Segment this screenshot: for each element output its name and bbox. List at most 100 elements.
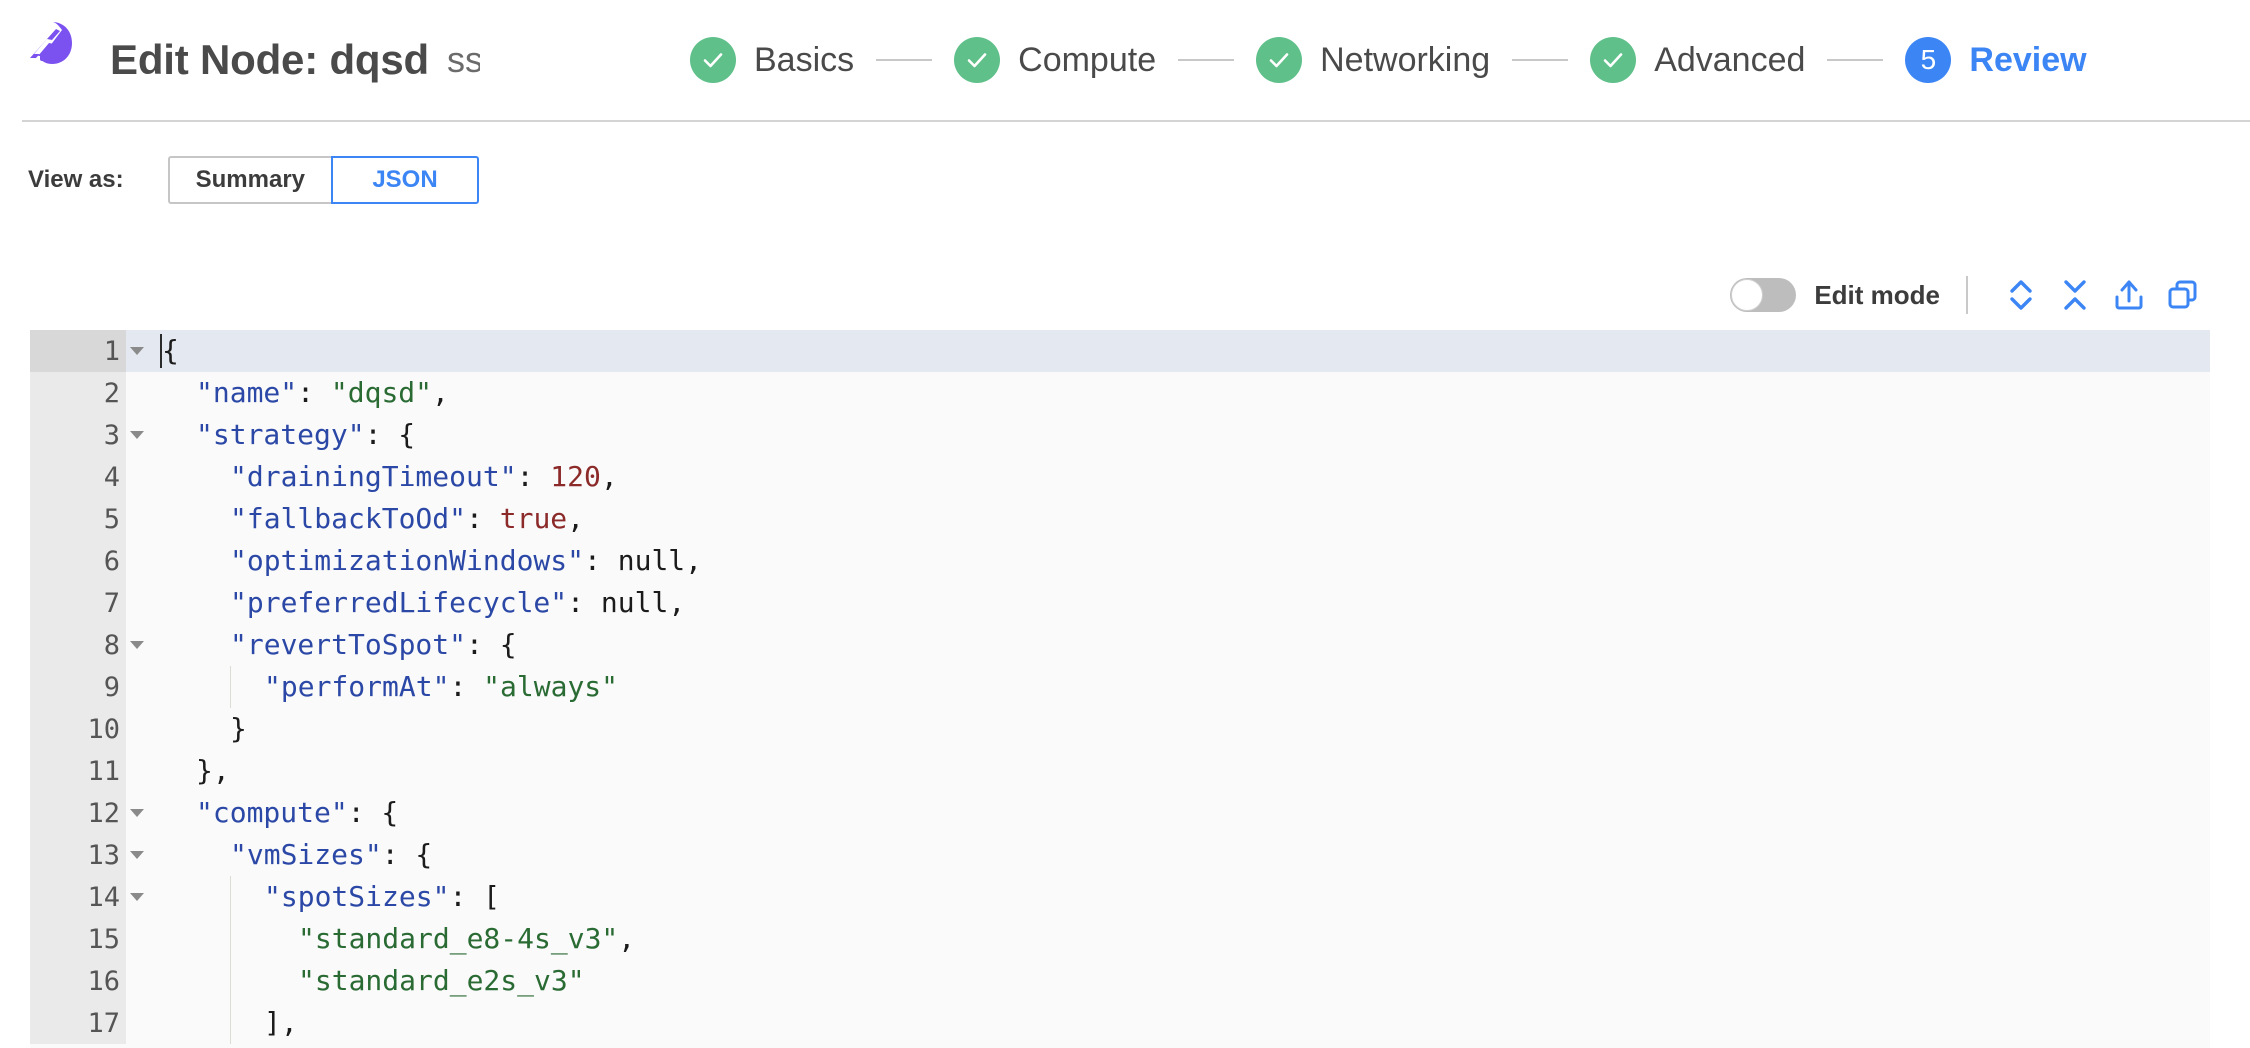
code-token-punct: }, — [196, 754, 230, 787]
page-title-id: ssn-038 — [446, 39, 480, 80]
fold-spacer — [126, 582, 148, 624]
code-token-num: 120 — [550, 460, 601, 493]
code-line[interactable]: 17], — [30, 1002, 2210, 1044]
code-token-punct: : { — [381, 838, 433, 871]
fold-toggle-icon[interactable] — [126, 834, 148, 876]
code-token-key: "revertToSpot" — [230, 628, 467, 661]
toolbar-divider — [1966, 276, 1968, 314]
code-line[interactable]: 9 "performAt": "always" — [30, 666, 2210, 708]
code-token-punct: { — [162, 334, 179, 367]
copy-icon[interactable] — [2156, 274, 2210, 316]
line-number-gutter: 7 — [30, 582, 126, 624]
step-connector — [876, 59, 933, 61]
step-connector — [1512, 59, 1569, 61]
code-token-punct: , — [685, 544, 703, 577]
step-review[interactable]: 5 Review — [1905, 37, 2087, 83]
line-number-gutter: 15 — [30, 918, 126, 960]
line-number-gutter: 4 — [30, 456, 126, 498]
code-line[interactable]: 7"preferredLifecycle": null, — [30, 582, 2210, 624]
code-line[interactable]: 14"spotSizes": [ — [30, 876, 2210, 918]
code-line[interactable]: 5 "fallbackToOd": true, — [30, 498, 2210, 540]
code-line-text: }, — [148, 750, 2210, 792]
step-networking-label: Networking — [1320, 40, 1491, 79]
code-line[interactable]: 13 "vmSizes": { — [30, 834, 2210, 876]
edit-mode-toggle[interactable] — [1730, 278, 1797, 312]
fold-toggle-icon[interactable] — [126, 414, 148, 456]
step-advanced[interactable]: Advanced — [1590, 37, 1805, 83]
json-code-editor[interactable]: 1{2"name": "dqsd",3"strategy": {4"draini… — [30, 330, 2210, 1048]
code-line-text: "spotSizes": [ — [148, 876, 2210, 918]
fold-toggle-icon[interactable] — [126, 330, 148, 372]
fold-spacer — [126, 1002, 148, 1044]
code-line[interactable]: 2"name": "dqsd", — [30, 372, 2210, 414]
line-number-gutter: 3 — [30, 414, 126, 456]
line-number: 11 — [87, 755, 120, 787]
step-basics-label: Basics — [754, 40, 855, 79]
step-basics[interactable]: Basics — [690, 37, 854, 83]
code-line[interactable]: 1{ — [30, 330, 2210, 372]
code-token-punct: : — [449, 670, 484, 703]
step-advanced-label: Advanced — [1654, 40, 1806, 79]
fold-toggle-icon[interactable] — [126, 624, 148, 666]
page-title-text: Edit Node: dqsd — [110, 36, 429, 83]
code-line[interactable]: 12"compute": { — [30, 792, 2210, 834]
edit-mode-label: Edit mode — [1814, 279, 1940, 310]
code-token-key: "preferredLifecycle" — [230, 586, 568, 619]
code-line-text: "fallbackToOd": true, — [148, 498, 2210, 540]
code-line-text: ], — [148, 1002, 2210, 1044]
line-number-gutter: 13 — [30, 834, 126, 876]
view-as-json-button[interactable]: JSON — [331, 156, 480, 204]
line-number-gutter: 9 — [30, 666, 126, 708]
code-token-key: "spotSizes" — [264, 880, 450, 913]
fold-toggle-icon[interactable] — [126, 876, 148, 918]
line-number: 17 — [87, 1007, 120, 1039]
code-line[interactable]: 8"revertToSpot": { — [30, 624, 2210, 666]
code-token-punct: : { — [347, 796, 399, 829]
view-as-segmented-control: Summary JSON — [167, 156, 480, 204]
code-line[interactable]: 11}, — [30, 750, 2210, 792]
step-number: 5 — [1920, 44, 1937, 75]
check-icon — [1590, 37, 1637, 83]
line-number-gutter: 2 — [30, 372, 126, 414]
code-line[interactable]: 6"optimizationWindows": null, — [30, 540, 2210, 582]
line-number: 15 — [87, 923, 120, 955]
fold-spacer — [126, 960, 148, 1002]
step-compute[interactable]: Compute — [954, 37, 1156, 83]
fold-toggle-icon[interactable] — [126, 792, 148, 834]
fold-spacer — [126, 708, 148, 750]
line-number-gutter: 5 — [30, 498, 126, 540]
code-line-text: "performAt": "always" — [148, 666, 2210, 708]
fold-spacer — [126, 540, 148, 582]
fold-spacer — [126, 666, 148, 708]
code-line[interactable]: 16"standard_e2s_v3" — [30, 960, 2210, 1002]
code-token-key: "vmSizes" — [230, 838, 382, 871]
view-as-summary-button[interactable]: Summary — [167, 156, 332, 204]
fold-spacer — [126, 750, 148, 792]
line-number-gutter: 10 — [30, 708, 126, 750]
export-icon[interactable] — [2102, 274, 2156, 316]
chevron-down-icon — [130, 893, 144, 901]
editor-toolbar: Edit mode — [1730, 266, 2210, 324]
line-number: 9 — [103, 671, 120, 703]
code-token-key: "strategy" — [196, 418, 365, 451]
text-cursor — [160, 334, 162, 368]
collapse-all-icon[interactable] — [2048, 274, 2102, 316]
code-line[interactable]: 15"standard_e8-4s_v3", — [30, 918, 2210, 960]
check-icon — [954, 37, 1001, 83]
code-token-str: "standard_e8-4s_v3" — [298, 922, 619, 955]
wizard-stepper: Basics Compute Networking Advanced — [690, 0, 2087, 120]
line-number-gutter: 11 — [30, 750, 126, 792]
page-title: Edit Node: dqsd ssn-038 — [110, 0, 480, 120]
code-line[interactable]: 4"drainingTimeout": 120, — [30, 456, 2210, 498]
indent-guide — [230, 876, 231, 918]
code-line-text: "standard_e2s_v3" — [148, 960, 2210, 1002]
step-networking[interactable]: Networking — [1256, 37, 1490, 83]
code-line[interactable]: 10} — [30, 708, 2210, 750]
fold-spacer — [126, 918, 148, 960]
code-line[interactable]: 3 "strategy": { — [30, 414, 2210, 456]
code-line-text: "strategy": { — [148, 414, 2210, 456]
code-token-str: "dqsd" — [330, 376, 433, 409]
expand-all-icon[interactable] — [1994, 274, 2048, 316]
code-token-key: "optimizationWindows" — [230, 544, 585, 577]
code-token-key: "drainingTimeout" — [230, 460, 517, 493]
